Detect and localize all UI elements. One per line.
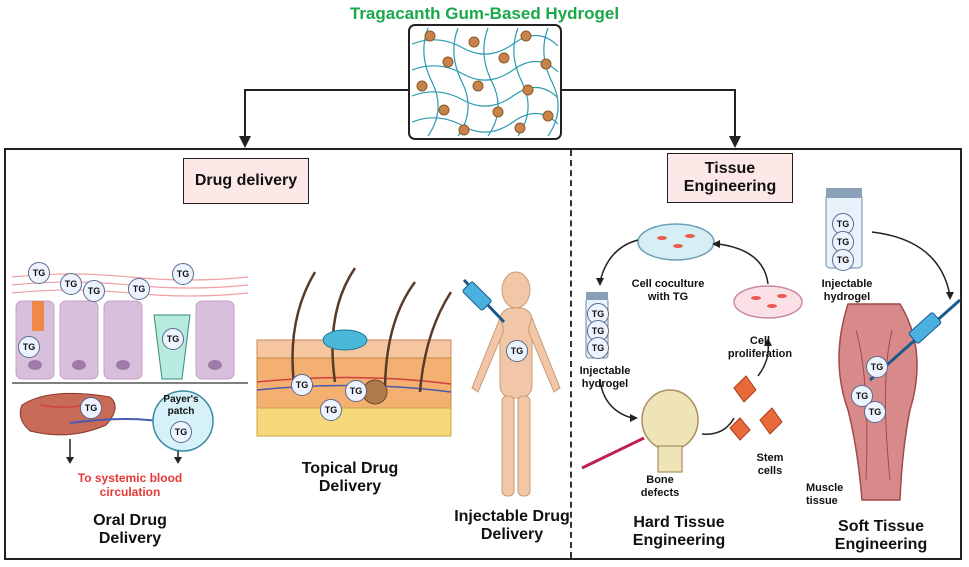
- tg-marker: TG: [851, 385, 873, 407]
- injectable-hydrogel-label: Injectable hydrogel: [579, 365, 631, 390]
- cell-proliferation-label: Cell proliferation: [727, 335, 793, 360]
- tg-marker: TG: [832, 249, 854, 271]
- tg-marker: TG: [162, 328, 184, 350]
- soft-tissue-engineering-label: Soft Tissue Engineering: [834, 518, 928, 554]
- tg-marker: TG: [291, 374, 313, 396]
- diagram-title: Tragacanth Gum-Based Hydrogel: [349, 4, 620, 23]
- section-divider: [570, 150, 572, 558]
- skin-illustration: [256, 267, 453, 437]
- branch-arrows: [239, 89, 741, 148]
- tg-marker: TG: [60, 273, 82, 295]
- tg-marker: TG: [587, 337, 609, 359]
- tg-marker: TG: [28, 262, 50, 284]
- hard-tissue-engineering-label: Hard Tissue Engineering: [632, 514, 726, 550]
- oral-drug-delivery-label: Oral Drug Delivery: [93, 512, 167, 548]
- tg-marker: TG: [172, 263, 194, 285]
- drug-delivery-header: Drug delivery: [183, 158, 309, 204]
- content-frame: [4, 148, 962, 560]
- human-body-illustration: [462, 271, 561, 497]
- tg-marker: TG: [170, 421, 192, 443]
- tg-marker: TG: [832, 213, 854, 235]
- muscle-tissue-label: Muscle tissue: [806, 482, 844, 507]
- tg-marker: TG: [80, 397, 102, 419]
- tg-marker: TG: [18, 336, 40, 358]
- payers-patch-label: Payer's patch: [163, 394, 199, 417]
- tg-marker: TG: [864, 401, 886, 423]
- tissue-engineering-header: Tissue Engineering: [667, 153, 793, 203]
- tg-marker: TG: [866, 356, 888, 378]
- hydrogel-network-illustration: [408, 24, 562, 140]
- bone-defects-label: Bone defects: [640, 474, 680, 499]
- tg-marker: TG: [128, 278, 150, 300]
- tg-marker: TG: [320, 399, 342, 421]
- topical-drug-delivery-label: Topical Drug Delivery: [301, 460, 399, 496]
- systemic-circulation-label: To systemic blood circulation: [77, 471, 183, 499]
- stem-cells-label: Stem cells: [756, 452, 784, 477]
- soft-tissue-illustration: [825, 188, 961, 501]
- soft-injectable-hydrogel-label: Injectable hydrogel: [821, 278, 873, 303]
- tg-marker: TG: [506, 340, 528, 362]
- tg-marker: TG: [83, 280, 105, 302]
- injectable-drug-delivery-label: Injectable Drug Delivery: [454, 508, 570, 544]
- tg-marker: TG: [345, 380, 367, 402]
- cell-coculture-label: Cell coculture with TG: [631, 278, 705, 303]
